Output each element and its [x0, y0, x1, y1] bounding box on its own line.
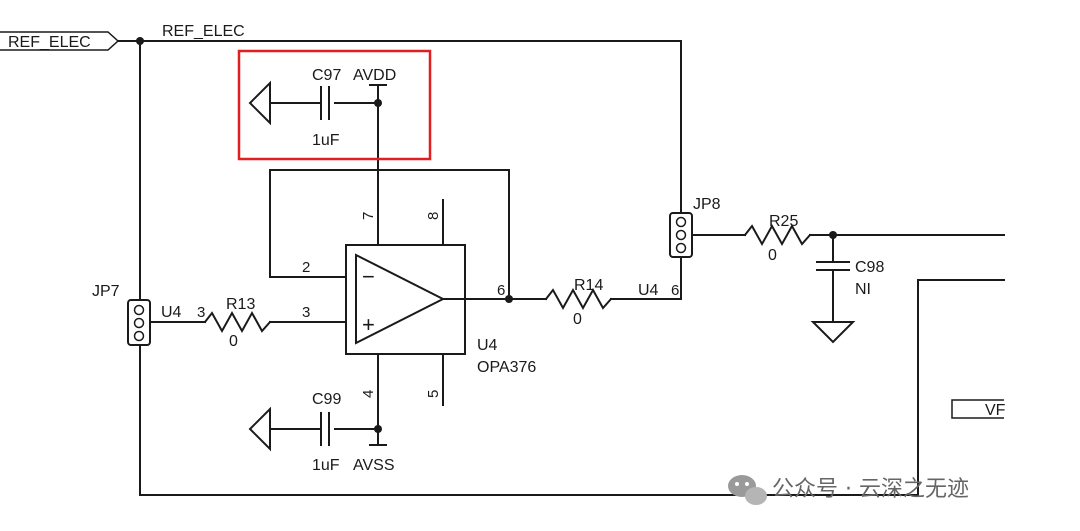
r14-resistor [544, 287, 613, 311]
c98-ref: C98 [855, 259, 884, 276]
u4-pin3-label: 3 [302, 304, 310, 321]
c97-highlight-box [237, 49, 432, 161]
u4-plus-sign: + [362, 312, 375, 337]
c99-ground-icon [248, 406, 271, 452]
jp8-jumper [669, 212, 693, 258]
vf-label-box [951, 399, 1004, 419]
r13-left-pin: 3 [197, 304, 205, 321]
jp7-jumper [127, 299, 151, 346]
ref-elec-port-label: REF_ELEC [8, 34, 91, 51]
u4-part: OPA376 [477, 359, 536, 376]
u4-pin6-label: 6 [497, 282, 505, 299]
jp7-label: JP7 [92, 283, 120, 300]
r25-resistor [743, 223, 812, 247]
r13-ref: R13 [226, 296, 255, 313]
wechat-icon [728, 475, 767, 505]
c97-value: 1uF [312, 132, 340, 149]
r14-value: 0 [573, 311, 582, 328]
watermark-text: 公众号 · 云深之无迹 [772, 477, 969, 502]
r14-ref: R14 [574, 277, 603, 294]
u4-pin4-label: 4 [360, 390, 377, 398]
r14-u4-label: U4 [638, 282, 659, 299]
r13-resistor [203, 310, 272, 334]
ref-elec-net-label: REF_ELEC [162, 23, 245, 40]
r13-value: 0 [229, 333, 238, 350]
u4-pin2-label: 2 [302, 259, 310, 276]
c98-value: NI [855, 281, 871, 298]
u4-triangle [355, 253, 446, 345]
c97-ref: C97 [312, 67, 341, 84]
c99-ref: C99 [312, 391, 341, 408]
r25-value: 0 [768, 247, 777, 264]
u4-pin8-label: 8 [425, 212, 442, 220]
jp8-label: JP8 [693, 196, 721, 213]
u4-ref: U4 [477, 337, 498, 354]
c97-ground-icon [248, 80, 271, 126]
u4-minus-sign: − [362, 264, 375, 289]
c99-value: 1uF [312, 457, 340, 474]
c99-rail: AVSS [353, 457, 395, 474]
r25-ref: R25 [769, 213, 798, 230]
vf-label: VF [985, 402, 1006, 419]
c98-ground-icon [810, 321, 856, 344]
junction-u4-output [505, 295, 513, 303]
u4-pin5-label: 5 [425, 390, 442, 398]
u4-pin7-label: 7 [360, 212, 377, 220]
c97-rail: AVDD [353, 67, 396, 84]
r13-u4-label: U4 [161, 304, 182, 321]
r14-right-pin: 6 [671, 282, 679, 299]
